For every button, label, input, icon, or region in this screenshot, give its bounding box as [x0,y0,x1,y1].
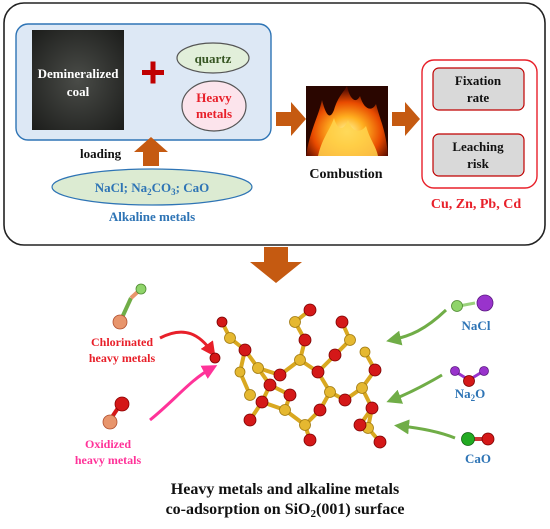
quartz-ellipse [176,42,250,74]
nacl-label: NaCl [462,318,491,333]
cao-molecule [461,432,495,446]
cao-label: CaO [465,451,491,466]
caption-line-2: co-adsorption on SiO2(001) surface [166,501,405,520]
nacl-molecule [451,294,494,312]
na2o-label: Na2O [455,386,486,403]
fixation-rate-box [432,67,525,111]
leaching-risk-label: Leaching [452,139,504,154]
heavy-metals-label: Heavy [196,90,232,105]
oxidized-label-2: heavy metals [75,453,142,467]
arrow-to-combustion [276,102,306,136]
heavy-metals-ellipse [181,80,247,132]
chlorinated-molecule [112,283,147,330]
plus-icon [142,61,164,84]
na2o-molecule [450,366,489,387]
nacl-arrow [386,308,448,346]
loading-label: loading [80,146,122,161]
alkaline-metals-label: Alkaline metals [109,209,195,224]
chlorinated-label: Chlorinated [91,335,153,349]
leaching-risk-box [432,133,525,177]
combustion-label: Combustion [309,167,382,182]
arrow-to-results [392,102,420,136]
sio2-surface-structure [209,303,387,449]
chlorinated-label-2: heavy metals [89,351,156,365]
cao-arrow [394,419,456,440]
caption-line-1: Heavy metals and alkaline metals [171,481,399,498]
leaching-risk-label-2: risk [467,156,489,171]
demineralized-coal-image: Demineralized coal [32,30,124,130]
fixation-rate-label: Fixation [455,73,502,88]
fixation-rate-label-2: rate [467,90,490,105]
demineralized-coal-label: Demineralized [38,66,120,81]
chlorinated-arrow [159,330,216,357]
alkaline-compounds-label: NaCl; Na2CO3; CaO [95,180,209,197]
loading-arrow [134,137,168,166]
heavy-metals-label-2: metals [196,106,232,121]
oxidized-molecule [102,396,130,430]
oxidized-arrow [149,365,218,422]
na2o-arrow [386,373,443,404]
metals-list-label: Cu, Zn, Pb, Cd [431,197,521,212]
oxidized-label: Oxidized [85,437,131,451]
down-arrow [250,247,302,283]
fire-image [306,86,388,156]
quartz-label: quartz [195,51,232,66]
demineralized-coal-label-2: coal [67,84,90,99]
alkaline-compounds-ellipse [51,168,253,206]
